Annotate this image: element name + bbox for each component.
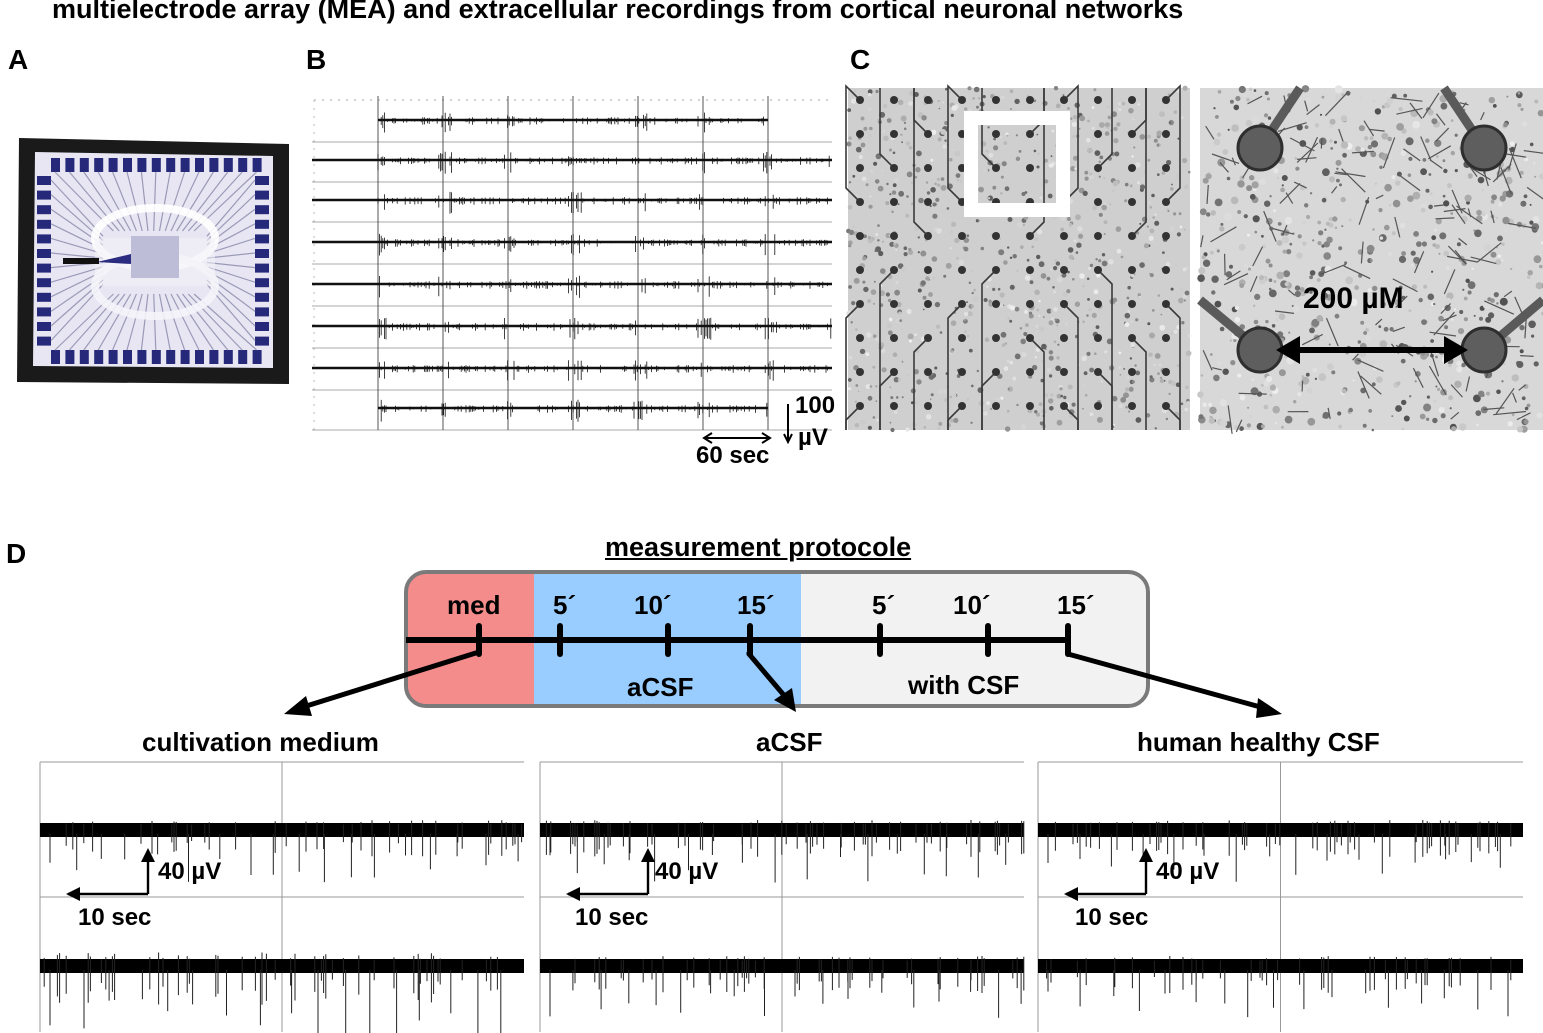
recording-title-acsf: aCSF xyxy=(756,727,823,757)
scale-b-amp-unit: µV xyxy=(798,424,828,451)
tick-label-6: 15´ xyxy=(1057,590,1095,620)
recording-panel-csf xyxy=(1037,761,1523,1032)
rec-acsf-amp: 40 µV xyxy=(655,858,719,885)
segment-label-acsf: aCSF xyxy=(627,672,694,702)
recording-title-medium: cultivation medium xyxy=(142,727,379,757)
tick-label-1: 5´ xyxy=(553,590,577,620)
tick-label-5: 10´ xyxy=(953,590,991,620)
tick-label-3: 15´ xyxy=(737,590,775,620)
panel-label-a: A xyxy=(8,44,29,75)
segment-label-with-csf: with CSF xyxy=(908,670,1020,700)
rec-medium-amp: 40 µV xyxy=(158,858,222,885)
scale-bar-panel-b xyxy=(702,404,793,445)
mea-micrograph-zoom xyxy=(1197,85,1543,434)
panel-label-d: D xyxy=(6,538,27,569)
scale-c-label: 200 µM xyxy=(1303,282,1404,315)
scale-b-time: 60 sec xyxy=(696,442,770,469)
protocol-title: measurement protocole xyxy=(605,532,912,562)
mea-channel-traces xyxy=(308,92,833,432)
recording-title-csf: human healthy CSF xyxy=(1137,727,1380,757)
figure-title: multielectrode array (MEA) and extracell… xyxy=(52,0,1184,24)
scale-b-amp-value: 100 xyxy=(795,392,836,419)
panel-label-b: B xyxy=(306,44,327,75)
tick-label-4: 5´ xyxy=(872,590,896,620)
rec-medium-time: 10 sec xyxy=(78,904,152,931)
panel-label-c: C xyxy=(850,44,871,75)
mea-chip-image xyxy=(17,138,289,384)
tick-label-2: 10´ xyxy=(634,590,672,620)
rec-csf-time: 10 sec xyxy=(1075,904,1149,931)
protocol-timeline xyxy=(404,570,1150,708)
recording-panel-medium xyxy=(39,761,524,1033)
rec-csf-amp: 40 µV xyxy=(1156,858,1220,885)
mea-micrograph-overview xyxy=(845,84,1192,433)
recording-panel-acsf xyxy=(539,761,1025,1032)
segment-label-med: med xyxy=(447,590,501,620)
rec-acsf-time: 10 sec xyxy=(575,904,649,931)
